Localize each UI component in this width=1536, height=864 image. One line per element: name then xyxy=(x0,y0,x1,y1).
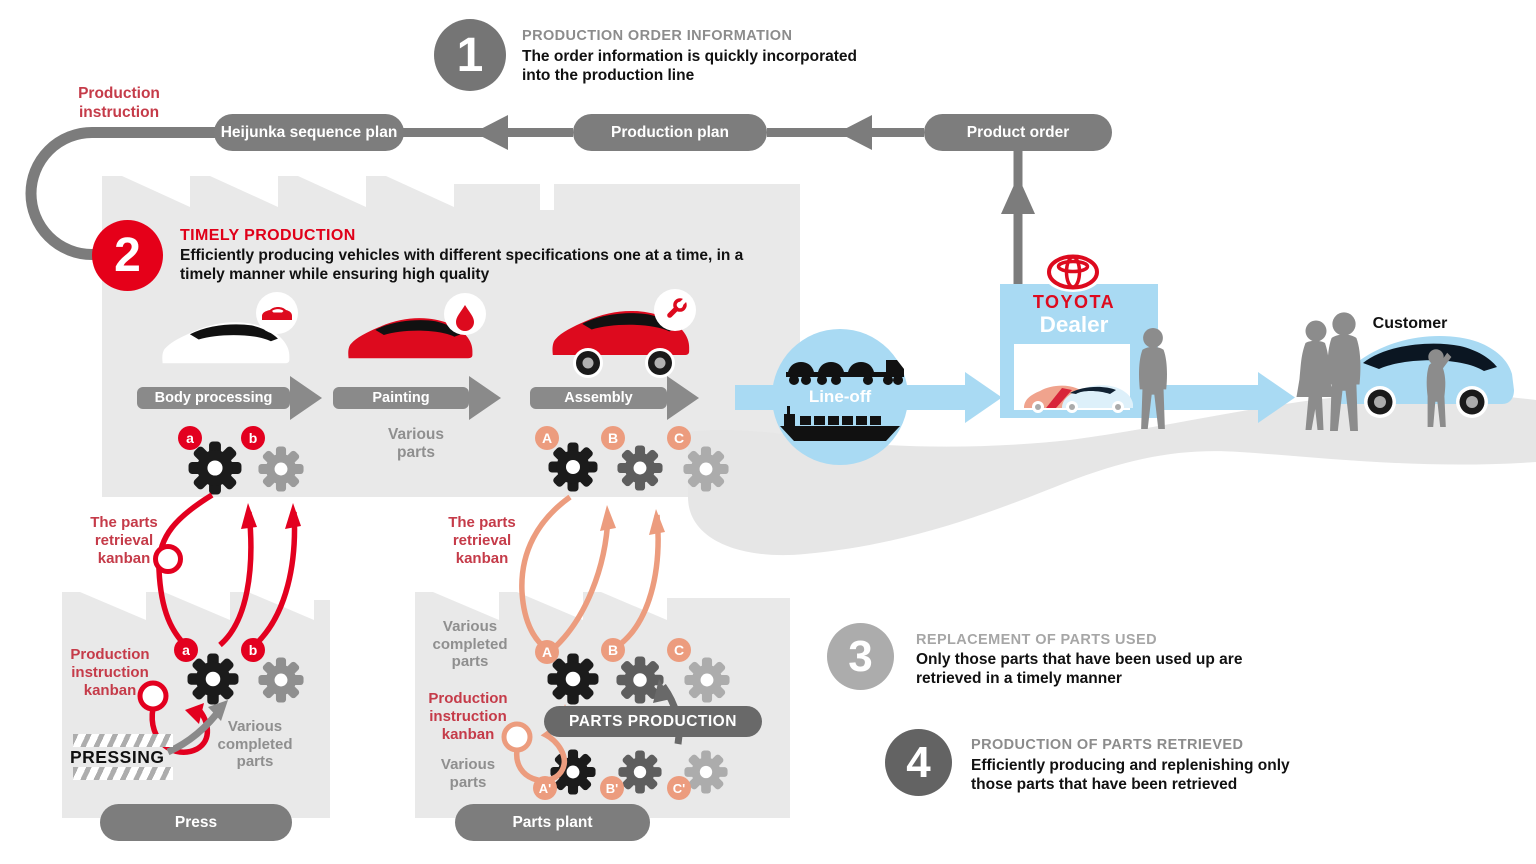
stage-arrows xyxy=(137,376,699,420)
press-completed-parts-label: Various completed parts xyxy=(217,718,293,770)
pill-product-order: Product order xyxy=(924,114,1112,151)
stage-assembly: Assembly xyxy=(564,390,633,406)
customer-label: Customer xyxy=(1372,315,1448,332)
step-1-number: 1 xyxy=(434,19,506,91)
line-off-node xyxy=(772,329,908,465)
step-4-description: Efficiently producing and replenishing o… xyxy=(971,757,1290,793)
assembled-car-icon xyxy=(552,310,690,378)
mini-car-icon xyxy=(262,307,292,320)
pressing-label: PRESSING xyxy=(70,747,165,767)
part-badge-b: b xyxy=(241,426,265,450)
stage-icon-badges xyxy=(256,289,696,335)
production-instruction-label: Production instruction xyxy=(78,85,160,121)
step-2-description: Efficiently producing vehicles with diff… xyxy=(180,247,744,283)
step-2-title: TIMELY PRODUCTION xyxy=(180,227,356,244)
step-3-title: REPLACEMENT OF PARTS USED xyxy=(916,632,1157,648)
press-retrieval-kanban-label: The parts retrieval kanban xyxy=(90,514,158,567)
kanban-card-icon xyxy=(153,544,183,574)
wrench-icon xyxy=(667,298,687,318)
various-parts-label: Various parts xyxy=(388,426,444,461)
dealer-sign-label: Dealer xyxy=(1039,312,1109,337)
stage-painting: Painting xyxy=(372,390,430,406)
pill-parts-plant: Parts plant xyxy=(455,804,650,841)
part-badge-C-prime: C' xyxy=(667,776,691,800)
ground-swoosh xyxy=(688,392,1536,556)
step-4-number: 4 xyxy=(885,729,952,796)
plant-production-kanban-label: Production instruction kanban xyxy=(428,690,508,743)
arrowhead-up-icon xyxy=(1001,176,1035,214)
press-kanban-arrowheads xyxy=(185,503,301,724)
stage-body-processing: Body processing xyxy=(154,390,273,406)
pill-heijunka-sequence-plan: Heijunka sequence plan xyxy=(214,114,404,151)
step-1-title: PRODUCTION ORDER INFORMATION xyxy=(522,28,793,44)
part-badge-A: A xyxy=(535,426,559,450)
part-badge-B: B xyxy=(601,426,625,450)
press-building-icon xyxy=(62,592,330,818)
step-1-description: The order information is quickly incorpo… xyxy=(522,48,858,84)
dealer-building xyxy=(1000,252,1167,429)
part-badge-b-press: b xyxy=(241,638,265,662)
showroom-car-blue-icon xyxy=(1062,385,1133,413)
part-badge-a: a xyxy=(178,426,202,450)
kanban-card-icon xyxy=(137,680,169,712)
step-4-title: PRODUCTION OF PARTS RETRIEVED xyxy=(971,737,1244,753)
part-badge-C: C xyxy=(667,426,691,450)
part-badge-C-plant: C xyxy=(667,638,691,662)
step-2-number: 2 xyxy=(92,220,163,291)
pressing-flow-arrow xyxy=(166,700,228,756)
pill-parts-production: PARTS PRODUCTION xyxy=(544,706,762,737)
press-production-kanban-label: Production instruction kanban xyxy=(70,646,150,699)
step-3-description: Only those parts that have been used up … xyxy=(916,651,1243,687)
hatch-bar xyxy=(73,767,173,780)
part-badge-A-prime: A' xyxy=(533,776,557,800)
arrowhead-right-icon xyxy=(965,372,1002,423)
hatch-bar xyxy=(73,734,173,747)
line-off-label: Line-off xyxy=(808,387,872,406)
arrowhead-left-icon xyxy=(838,115,872,150)
part-badge-B-prime: B' xyxy=(600,776,624,800)
dealer-brand-label: TOYOTA xyxy=(1032,292,1116,312)
plant-various-parts-label: Various parts xyxy=(440,756,496,791)
plant-retrieval-kanban-label: The parts retrieval kanban xyxy=(448,514,516,567)
part-badge-B-plant: B xyxy=(601,638,625,662)
paint-drop-icon xyxy=(456,305,474,331)
plant-completed-parts-label: Various completed parts xyxy=(432,618,508,670)
part-badge-A-plant: A xyxy=(535,640,559,664)
arrowhead-left-icon xyxy=(474,115,508,150)
part-badge-a-press: a xyxy=(174,638,198,662)
kanban-card-icon xyxy=(501,721,533,753)
order-flow-connector xyxy=(25,115,1035,286)
pill-production-plan: Production plan xyxy=(573,114,767,151)
arrowhead-right-icon xyxy=(1258,372,1295,423)
cargo-ship-icon xyxy=(780,406,900,441)
toyota-emblem-icon xyxy=(1047,254,1099,290)
car-transporter-icon xyxy=(786,360,904,385)
pill-press: Press xyxy=(100,804,292,841)
step-3-number: 3 xyxy=(827,623,894,690)
customer-group xyxy=(1296,312,1514,431)
